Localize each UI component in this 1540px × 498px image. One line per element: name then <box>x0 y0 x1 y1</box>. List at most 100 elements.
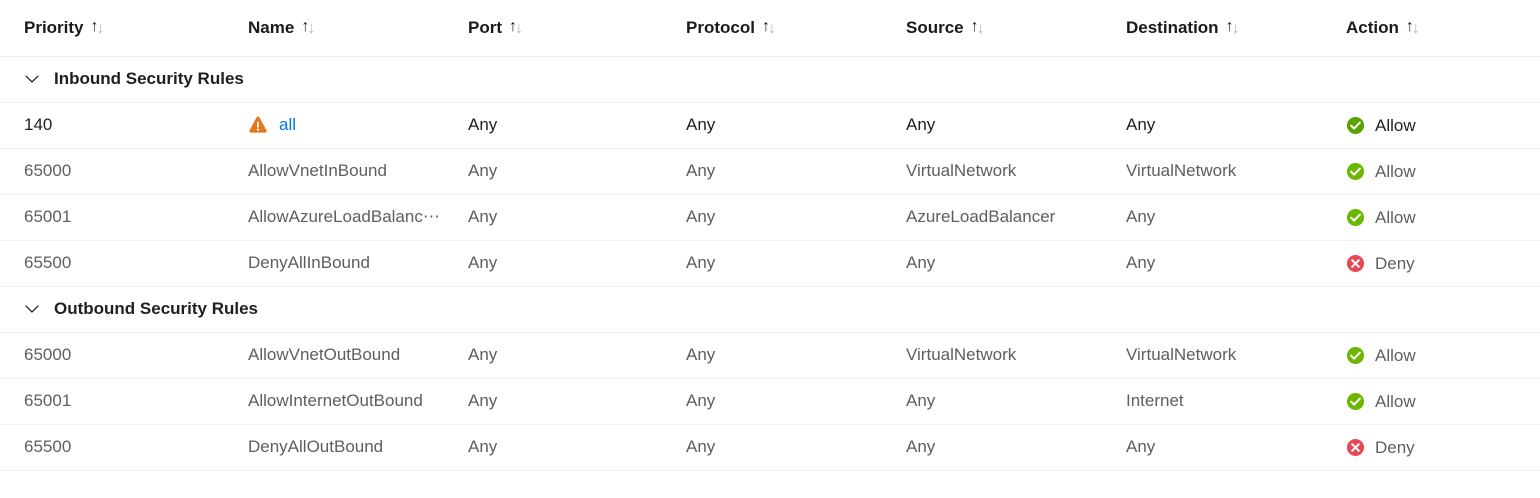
sort-ascending-icon: ↑ <box>1405 17 1414 35</box>
sort-descending-icon: ↓ <box>515 19 523 37</box>
cell-destination: VirtualNetwork <box>1102 148 1322 195</box>
group-header-row-inbound[interactable]: Inbound Security Rules <box>0 56 1540 103</box>
cell-action: Allow <box>1322 102 1540 149</box>
sort-descending-icon: ↓ <box>1411 19 1420 37</box>
rule-name-text: AllowVnetInBound <box>248 161 387 180</box>
cell-destination: Any <box>1102 102 1322 149</box>
column-header-action[interactable]: Action ↑↓ <box>1322 0 1540 57</box>
group-row-spacer <box>882 286 1102 333</box>
cell-port: Any <box>444 148 662 195</box>
cell-destination: Internet <box>1102 378 1322 425</box>
check-circle-icon <box>1346 392 1365 411</box>
cell-source: Any <box>882 424 1102 471</box>
group-header-label: Inbound Security Rules <box>54 69 244 88</box>
cell-source: Any <box>882 378 1102 425</box>
check-circle-icon <box>1346 116 1365 135</box>
action-label: Allow <box>1375 161 1416 181</box>
column-header-label: Port <box>468 17 502 37</box>
cell-priority: 65000 <box>0 332 224 379</box>
cell-action: Allow <box>1322 194 1540 241</box>
rule-name-text: AllowVnetOutBound <box>248 345 401 364</box>
column-header-label: Priority <box>24 17 84 37</box>
cell-port: Any <box>444 378 662 425</box>
cell-name: DenyAllOutBound <box>224 424 444 471</box>
column-header-label: Protocol <box>686 17 755 37</box>
check-circle-icon <box>1346 162 1365 181</box>
warning-triangle-icon <box>248 115 268 135</box>
column-header-priority[interactable]: Priority ↑↓ <box>0 0 224 57</box>
sort-ascending-icon: ↑ <box>90 17 99 35</box>
cell-name: all <box>224 102 444 149</box>
cell-priority: 65500 <box>0 424 224 471</box>
cell-protocol: Any <box>662 240 882 287</box>
cell-source: VirtualNetwork <box>882 148 1102 195</box>
column-header-protocol[interactable]: Protocol ↑↓ <box>662 0 882 57</box>
column-header-port[interactable]: Port ↑↓ <box>444 0 662 57</box>
column-header-name[interactable]: Name↑↓ <box>224 0 444 57</box>
cell-source: Any <box>882 240 1102 287</box>
cell-action: Allow <box>1322 148 1540 195</box>
cross-circle-icon <box>1346 254 1365 273</box>
cell-action: Allow <box>1322 378 1540 425</box>
group-row-spacer <box>1322 56 1540 103</box>
column-header-source[interactable]: Source ↑↓ <box>882 0 1102 57</box>
check-circle-icon <box>1346 346 1365 365</box>
action-label: Allow <box>1375 345 1416 365</box>
sort-ascending-icon: ↑ <box>301 17 310 35</box>
column-header-label: Action <box>1346 17 1399 37</box>
sort-ascending-icon: ↑ <box>1225 17 1234 35</box>
action-label: Deny <box>1375 253 1415 273</box>
action-label: Allow <box>1375 115 1416 135</box>
sort-arrows-icon[interactable]: ↑↓ <box>90 17 105 36</box>
cell-priority: 65001 <box>0 378 224 425</box>
group-header-label: Outbound Security Rules <box>54 299 259 318</box>
group-row-spacer <box>1102 286 1322 333</box>
table-header: Priority↑↓Name↑↓Port↑↓Protocol↑↓Source↑↓… <box>0 0 1540 57</box>
rule-name-text: DenyAllInBound <box>248 253 370 272</box>
sort-arrows-icon[interactable]: ↑↓ <box>509 18 523 37</box>
cell-name: AllowVnetInBound <box>224 148 444 195</box>
chevron-down-icon[interactable] <box>24 301 40 317</box>
cell-port: Any <box>444 240 662 287</box>
cell-protocol: Any <box>662 102 882 149</box>
group-header-row-outbound[interactable]: Outbound Security Rules <box>0 286 1540 333</box>
cell-priority: 140 <box>0 102 224 149</box>
sort-descending-icon: ↓ <box>1231 19 1240 37</box>
group-row-spacer <box>444 56 662 103</box>
cell-source: Any <box>882 102 1102 149</box>
rule-name-link[interactable]: all <box>279 115 297 134</box>
cell-port: Any <box>444 332 662 379</box>
sort-arrows-icon[interactable]: ↑↓ <box>971 18 985 36</box>
check-circle-icon <box>1346 208 1365 227</box>
group-header-outbound[interactable]: Outbound Security Rules <box>0 286 444 333</box>
cell-destination: Any <box>1102 194 1322 241</box>
sort-arrows-icon[interactable]: ↑↓ <box>1405 17 1420 37</box>
action-label: Deny <box>1375 437 1415 457</box>
chevron-down-icon[interactable] <box>24 71 40 87</box>
cell-protocol: Any <box>662 148 882 195</box>
group-header-inbound[interactable]: Inbound Security Rules <box>0 56 444 103</box>
column-header-destination[interactable]: Destination↑↓ <box>1102 0 1322 57</box>
cell-destination: Any <box>1102 424 1322 471</box>
group-row-spacer <box>662 56 882 103</box>
cell-priority: 65000 <box>0 148 224 195</box>
cell-name: AllowVnetOutBound <box>224 332 444 379</box>
sort-arrows-icon[interactable]: ↑↓ <box>1225 17 1240 37</box>
rule-name-text: AllowAzureLoadBalanc⋯ <box>248 207 440 226</box>
sort-descending-icon: ↓ <box>767 19 776 37</box>
cell-source: AzureLoadBalancer <box>882 194 1102 241</box>
group-row-spacer <box>662 286 882 333</box>
cell-protocol: Any <box>662 194 882 241</box>
cell-port: Any <box>444 194 662 241</box>
sort-arrows-icon[interactable]: ↑↓ <box>301 17 315 36</box>
cell-name: AllowInternetOutBound <box>224 378 444 425</box>
sort-arrows-icon[interactable]: ↑↓ <box>762 18 776 37</box>
column-header-label: Source <box>906 17 964 37</box>
